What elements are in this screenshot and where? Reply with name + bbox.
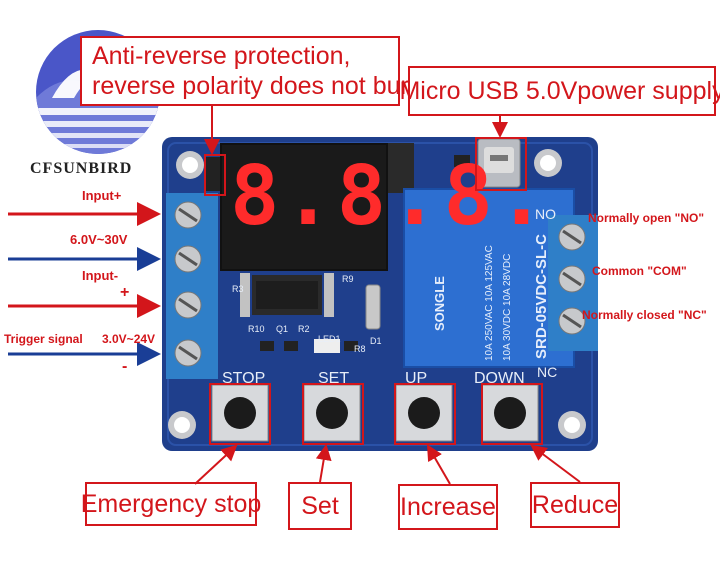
- callout-anti-reverse: Anti-reverse protection, reverse polarit…: [80, 36, 423, 106]
- relay-ratings-2: 10A 30VDC 10A 28VDC: [502, 254, 513, 361]
- label-input-minus: Input-: [82, 268, 119, 283]
- highlight-down: [481, 383, 543, 445]
- silk-d1: D1: [370, 336, 382, 346]
- label-input-plus: Input+: [82, 188, 122, 203]
- relay: [404, 189, 574, 367]
- seven-segment-digits: 8.8.8.: [230, 149, 551, 244]
- relay-ratings-1: 10A 250VAC 10A 125VAC: [484, 245, 495, 361]
- silk-led1: LED1: [318, 334, 341, 344]
- silk-r8: R8: [354, 344, 366, 354]
- callout-anti-reverse-line2: reverse polarity does not burn: [92, 72, 423, 100]
- mounting-holes: [168, 149, 586, 439]
- brand-name: CFSUNBIRD: [30, 160, 133, 177]
- callout-anti-reverse-line1: Anti-reverse protection,: [92, 42, 351, 70]
- silk-q1: Q1: [276, 324, 289, 334]
- label-trigger-range: 3.0V~24V: [102, 332, 156, 346]
- silk-r3: R3: [232, 284, 244, 294]
- callout-reduce: Reduce: [530, 482, 620, 528]
- callout-increase-text: Increase: [400, 492, 496, 521]
- button-label-set: SET: [318, 370, 350, 387]
- silk-r2: R2: [298, 324, 310, 334]
- right-terminal-screws: [558, 223, 586, 335]
- label-normally-closed: Normally closed "NC": [582, 308, 707, 322]
- relay-module-board: SONGLE SRD-05VDC-SL-C 10A 250VAC 10A 125…: [162, 137, 598, 451]
- callout-emergency-stop-text: Emergency stop: [80, 489, 262, 518]
- highlight-stop: [209, 383, 271, 445]
- label-minus-sign: -: [122, 358, 128, 375]
- button-label-stop: STOP: [222, 370, 266, 387]
- left-terminal-screws: [174, 201, 202, 367]
- callout-reduce-text: Reduce: [531, 490, 619, 519]
- button-label-up: UP: [405, 370, 428, 387]
- label-normally-open: Normally open "NO": [588, 211, 705, 225]
- silk-nc: NC: [537, 364, 558, 380]
- highlight-diode: [204, 154, 226, 196]
- label-voltage-range: 6.0V~30V: [70, 232, 128, 247]
- callout-micro-usb-text: Micro USB 5.0Vpower supply: [399, 76, 720, 105]
- relay-brand: SONGLE: [432, 276, 447, 331]
- button-label-down: DOWN: [474, 370, 525, 387]
- callout-emergency-stop: Emergency stop: [81, 482, 261, 526]
- silk-r10: R10: [248, 324, 265, 334]
- callout-set-text: Set: [301, 491, 339, 520]
- highlight-up: [394, 383, 456, 445]
- label-plus-sign: +: [120, 284, 130, 301]
- callout-set: Set: [288, 482, 352, 530]
- highlight-set: [302, 383, 364, 445]
- silk-r9: R9: [342, 274, 354, 284]
- silk-no: NO: [535, 206, 556, 222]
- highlight-usb: [475, 137, 527, 191]
- label-trigger-signal: Trigger signal: [4, 332, 83, 346]
- relay-model: SRD-05VDC-SL-C: [533, 234, 550, 359]
- tactile-buttons: [211, 384, 539, 442]
- callout-micro-usb: Micro USB 5.0Vpower supply: [399, 66, 720, 116]
- callout-increase: Increase: [398, 484, 498, 530]
- label-common: Common "COM": [592, 264, 687, 278]
